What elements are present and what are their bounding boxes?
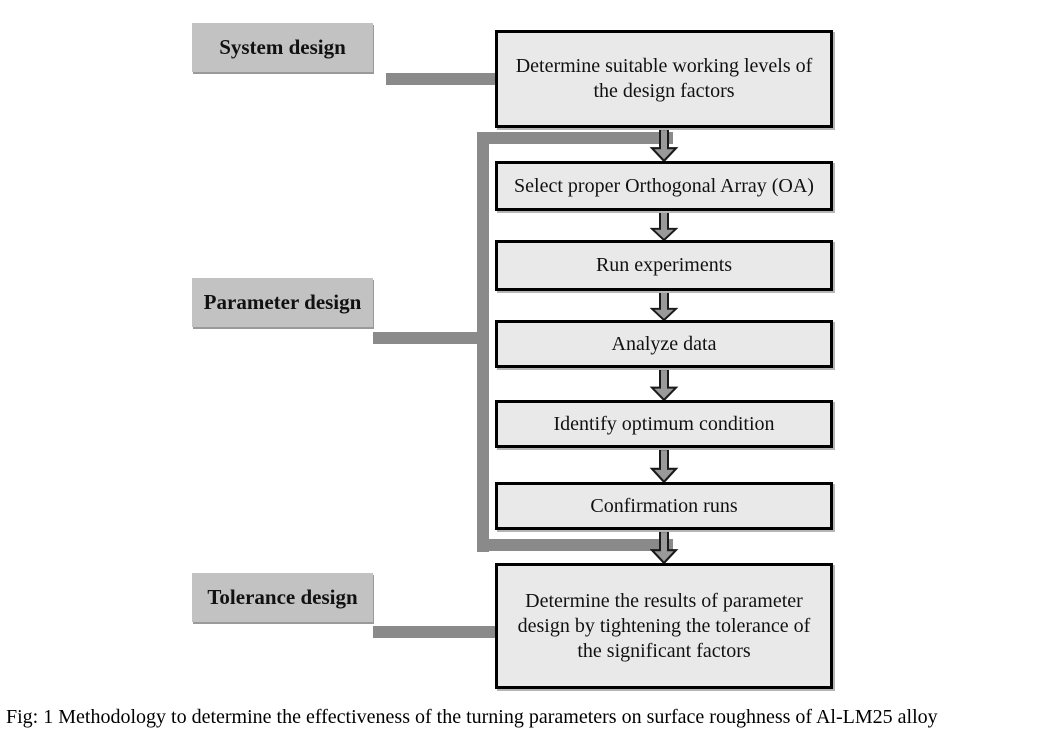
phase-label-text: Tolerance design (207, 585, 358, 609)
phase-label-system-design: System design (192, 23, 373, 72)
figure-caption: Fig: 1 Methodology to determine the effe… (6, 706, 938, 728)
step-box-working-levels: Determine suitable working levels of the… (495, 30, 833, 128)
down-arrow-icon (649, 128, 679, 162)
phase-label-parameter-design: Parameter design (192, 278, 373, 327)
step-box-run-experiments: Run experiments (495, 240, 833, 291)
step-box-tolerance-results: Determine the results of parameter desig… (495, 563, 833, 689)
down-arrow-icon (649, 291, 679, 321)
down-arrow-icon (649, 448, 679, 483)
step-box-confirmation-runs: Confirmation runs (495, 482, 833, 530)
phase-label-text: System design (219, 35, 346, 59)
step-box-analyze-data: Analyze data (495, 320, 833, 368)
connector-tolerance-design (373, 626, 499, 638)
step-box-optimum-condition: Identify optimum condition (495, 400, 833, 448)
phase-label-text: Parameter design (203, 290, 362, 314)
step-text: Select proper Orthogonal Array (OA) (514, 174, 814, 197)
step-box-orthogonal-array: Select proper Orthogonal Array (OA) (495, 161, 833, 211)
down-arrow-icon (649, 211, 679, 241)
step-text: Determine suitable working levels of the… (515, 55, 813, 102)
down-arrow-icon (649, 368, 679, 401)
connector-parameter-design (373, 332, 479, 344)
bracket-vertical-line (477, 132, 489, 552)
step-text: Identify optimum condition (553, 412, 775, 435)
step-text: Determine the results of parameter desig… (517, 589, 811, 662)
step-text: Analyze data (611, 332, 717, 355)
step-text: Confirmation runs (590, 494, 738, 517)
bracket-top-line (477, 132, 673, 144)
step-text: Run experiments (595, 254, 733, 276)
bracket-bottom-line (477, 539, 673, 551)
phase-label-tolerance-design: Tolerance design (192, 573, 373, 622)
connector-system-design (386, 73, 497, 85)
down-arrow-icon (649, 530, 679, 564)
